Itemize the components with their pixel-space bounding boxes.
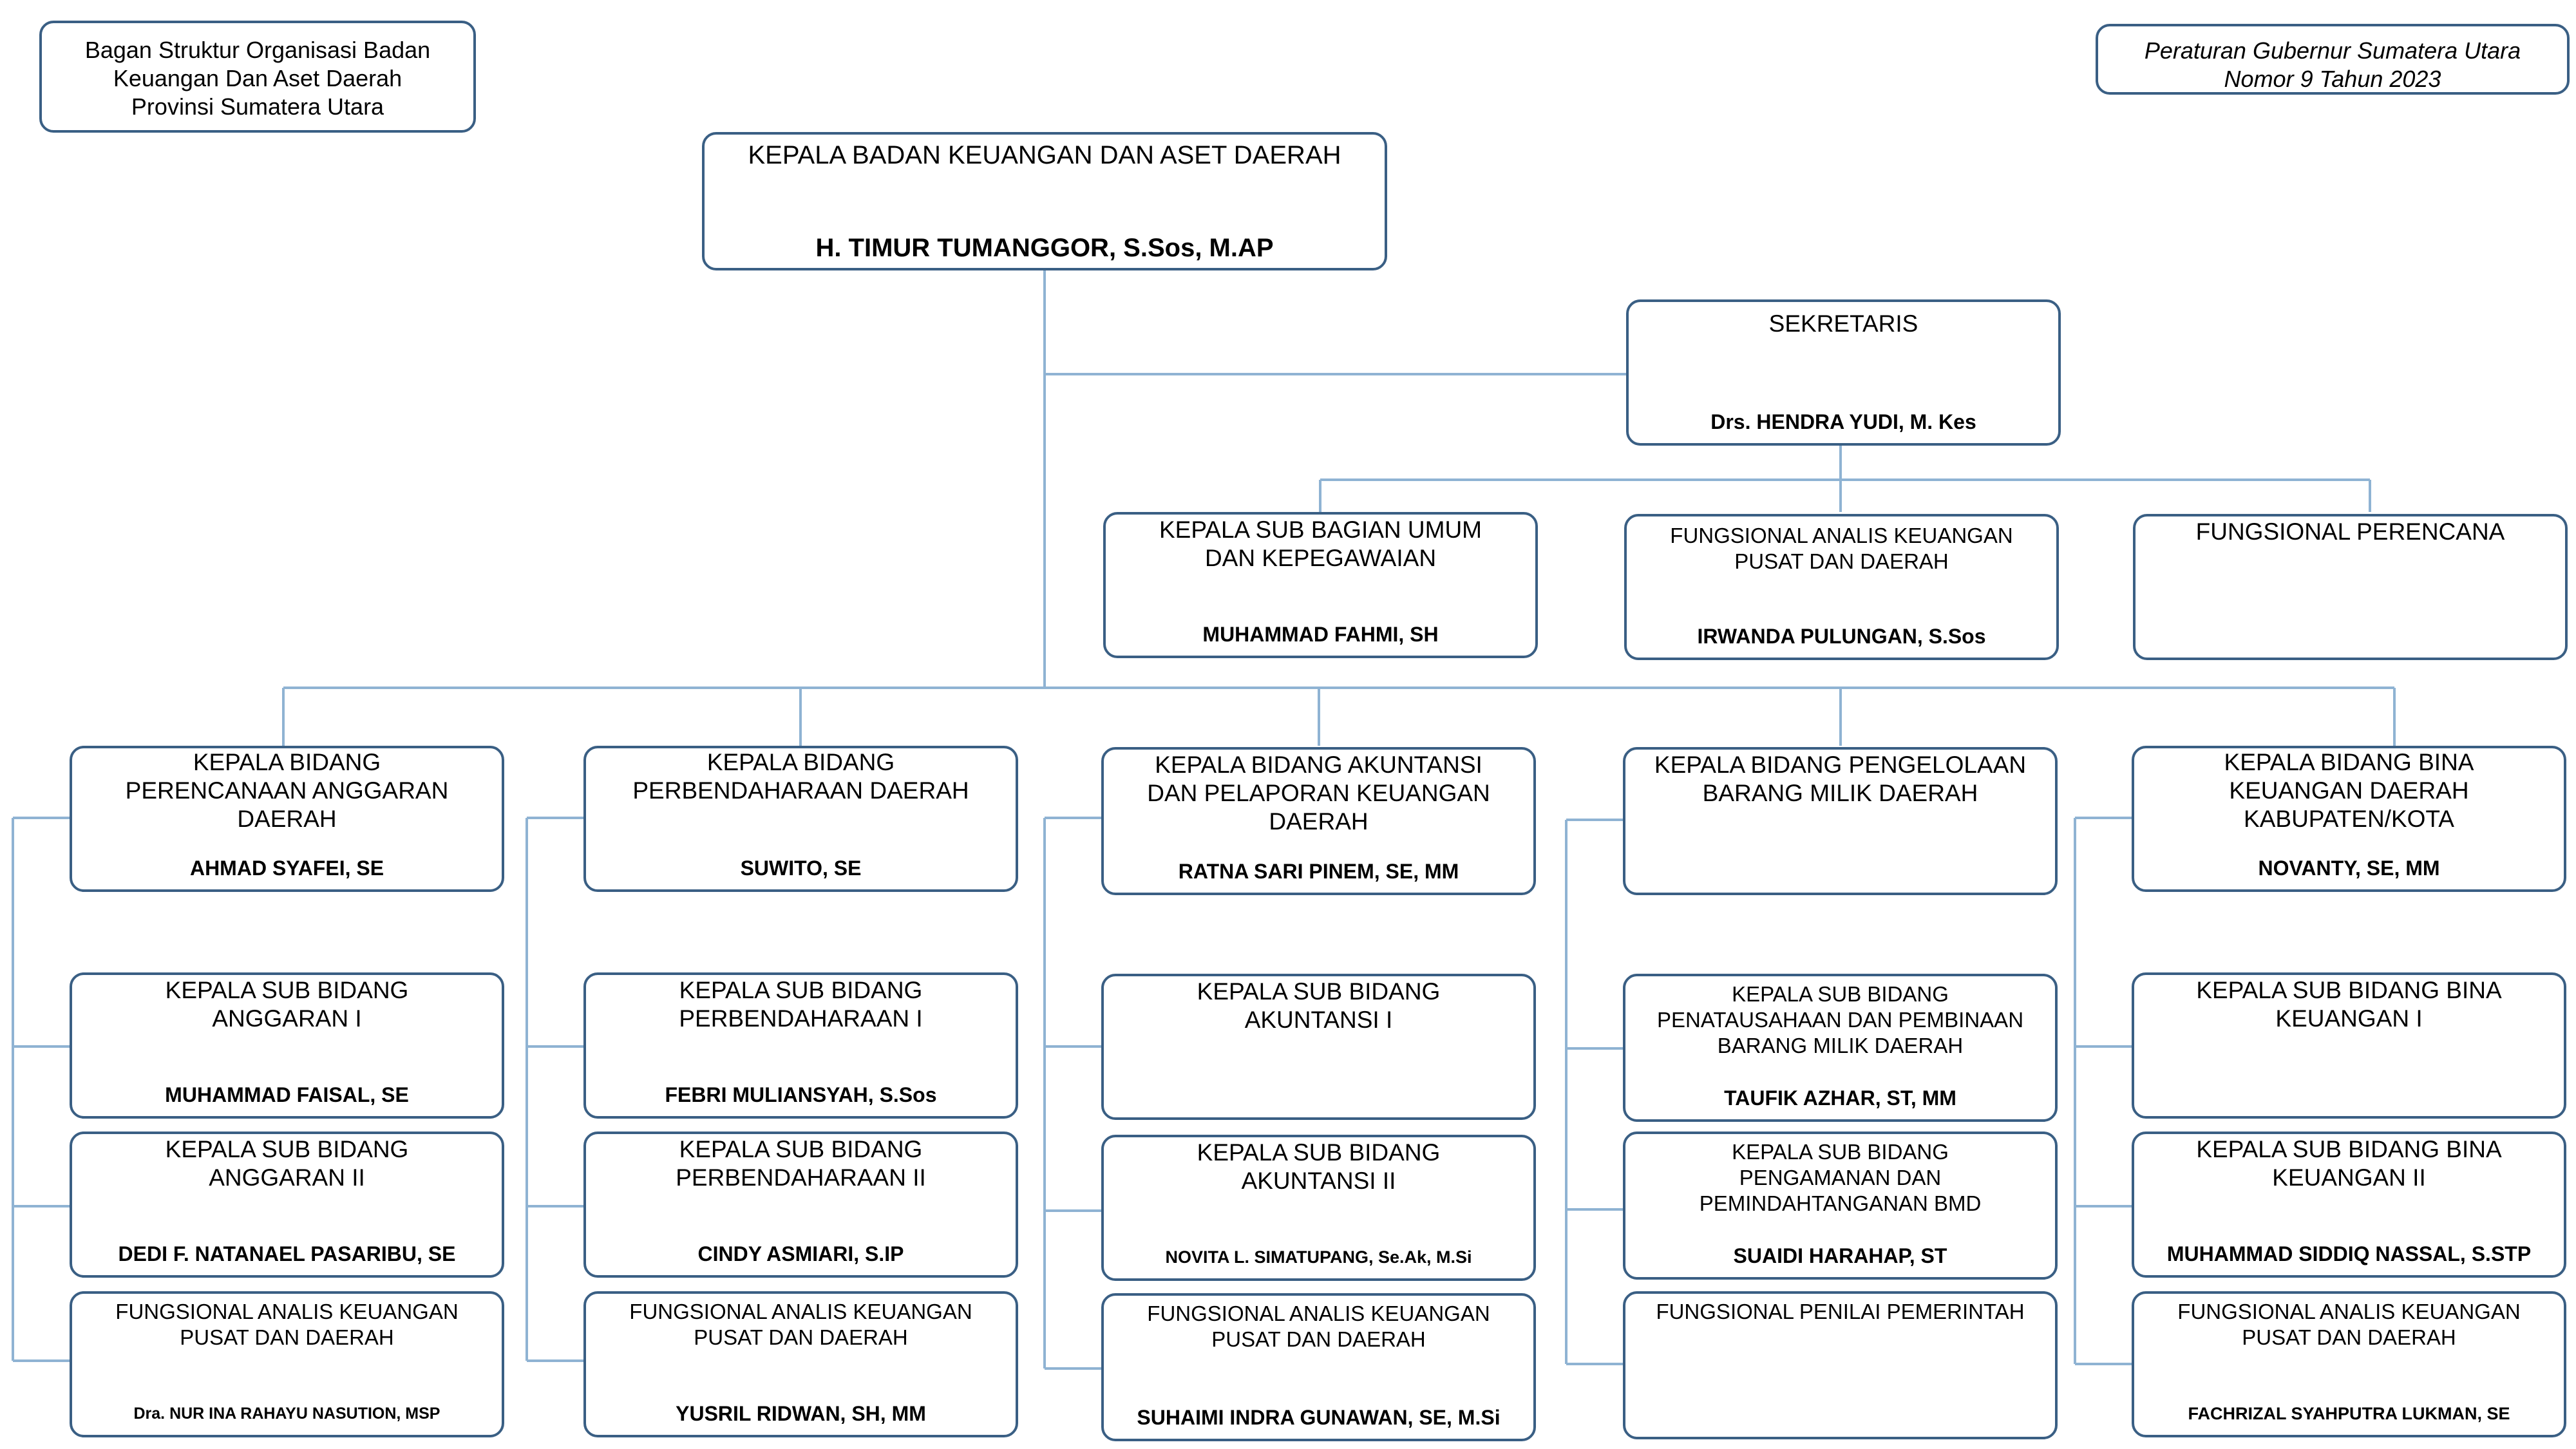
division-title: KEPALA BIDANG PENGELOLAAN BARANG MILIK D… [1654,752,2027,806]
sub-unit-name: YUSRIL RIDWAN, SH, MM [676,1402,926,1425]
division-head-box: KEPALA BIDANG BINA KEUANGAN DAERAH KABUP… [2132,746,2566,892]
sub-unit-name: MUHAMMAD SIDDIQ NASSAL, S.STP [2166,1242,2532,1265]
sub-unit-title: KEPALA SUB BIDANG ANGGARAN II [165,1136,409,1191]
sub-unit-title: KEPALA SUB BIDANG AKUNTANSI II [1197,1139,1441,1194]
division-head-box: KEPALA BIDANG PERENCANAAN ANGGARAN DAERA… [70,746,504,892]
regulation-note: Peraturan Gubernur Sumatera Utara Nomor … [2096,24,2570,95]
sub-unit-name: NOVITA L. SIMATUPANG, Se.Ak, M.Si [1165,1247,1472,1267]
division-name: AHMAD SYAFEI, SE [189,857,384,880]
sub-unit-name: FACHRIZAL SYAHPUTRA LUKMAN, SE [2188,1404,2510,1423]
sub-unit-title: KEPALA SUB BIDANG BINA KEUANGAN II [2196,1136,2502,1191]
sub-unit-box: KEPALA SUB BIDANG PERBENDAHARAAN I FEBRI… [583,972,1018,1119]
sub-unit-box: KEPALA SUB BIDANG BINA KEUANGAN II MUHAM… [2132,1132,2566,1278]
head-of-agency-box: KEPALA BADAN KEUANGAN DAN ASET DAERAH H.… [702,132,1387,270]
sub-unit-title: FUNGSIONAL PENILAI PEMERINTAH [1656,1300,2025,1323]
division-head-box: KEPALA BIDANG PENGELOLAAN BARANG MILIK D… [1623,747,2058,895]
sub-unit-title: KEPALA SUB BIDANG ANGGARAN I [165,977,409,1032]
sub-unit-title: FUNGSIONAL ANALIS KEUANGAN PUSAT DAN DAE… [629,1300,972,1349]
sub-unit-box: KEPALA SUB BIDANG BINA KEUANGAN I [2132,972,2566,1119]
sub-unit-title: FUNGSIONAL ANALIS KEUANGAN PUSAT DAN DAE… [1147,1302,1490,1351]
sub-unit-box: KEPALA SUB BIDANG ANGGARAN I MUHAMMAD FA… [70,972,504,1119]
division-name: RATNA SARI PINEM, SE, MM [1178,860,1459,883]
sub-unit-name: CINDY ASMIARI, S.IP [697,1242,904,1265]
sub-unit-box: FUNGSIONAL ANALIS KEUANGAN PUSAT DAN DAE… [1101,1293,1536,1441]
unit-name: MUHAMMAD FAHMI, SH [1202,623,1439,646]
division-head-box: KEPALA BIDANG PERBENDAHARAAN DAERAH SUWI… [583,746,1018,892]
sub-unit-title: FUNGSIONAL ANALIS KEUANGAN PUSAT DAN DAE… [115,1300,459,1349]
sub-unit-name: FEBRI MULIANSYAH, S.Sos [665,1083,937,1106]
secretariat-unit-box: KEPALA SUB BAGIAN UMUM DAN KEPEGAWAIAN M… [1103,512,1538,658]
sub-unit-title: KEPALA SUB BIDANG BINA KEUANGAN I [2196,977,2502,1032]
unit-title: KEPALA SUB BAGIAN UMUM DAN KEPEGAWAIAN [1159,516,1482,571]
sub-unit-title: KEPALA SUB BIDANG PERBENDAHARAAN I [679,977,923,1032]
division-head-box: KEPALA BIDANG AKUNTANSI DAN PELAPORAN KE… [1101,747,1536,895]
secretary-title: SEKRETARIS [1768,310,1918,337]
sub-unit-title: KEPALA SUB BIDANG PENATAUSAHAAN DAN PEMB… [1656,982,2024,1057]
sub-unit-box: KEPALA SUB BIDANG PENATAUSAHAAN DAN PEMB… [1623,974,2058,1122]
sub-unit-name: TAUFIK AZHAR, ST, MM [1724,1086,1956,1110]
sub-unit-box: KEPALA SUB BIDANG PENGAMANAN DAN PEMINDA… [1623,1132,2058,1280]
secretariat-unit-box: FUNGSIONAL ANALIS KEUANGAN PUSAT DAN DAE… [1624,514,2059,660]
sub-unit-box: KEPALA SUB BIDANG PERBENDAHARAAN II CIND… [583,1132,1018,1278]
sub-unit-title: KEPALA SUB BIDANG AKUNTANSI I [1197,978,1441,1033]
sub-unit-box: FUNGSIONAL ANALIS KEUANGAN PUSAT DAN DAE… [583,1291,1018,1437]
unit-title: FUNGSIONAL ANALIS KEUANGAN PUSAT DAN DAE… [1670,524,2013,573]
sub-unit-box: FUNGSIONAL ANALIS KEUANGAN PUSAT DAN DAE… [2132,1291,2566,1437]
sub-unit-name: SUAIDI HARAHAP, ST [1733,1244,1947,1267]
head-name: H. TIMUR TUMANGGOR, S.Sos, M.AP [815,234,1274,262]
unit-title: FUNGSIONAL PERENCANA [2195,518,2505,545]
sub-unit-box: KEPALA SUB BIDANG ANGGARAN II DEDI F. NA… [70,1132,504,1278]
division-title: KEPALA BIDANG PERBENDAHARAAN DAERAH [632,749,969,804]
sub-unit-title: KEPALA SUB BIDANG PENGAMANAN DAN PEMINDA… [1699,1140,1982,1215]
secretary-name: Drs. HENDRA YUDI, M. Kes [1710,410,1976,433]
sub-unit-box: FUNGSIONAL PENILAI PEMERINTAH [1623,1291,2058,1439]
division-title: KEPALA BIDANG AKUNTANSI DAN PELAPORAN KE… [1147,752,1490,835]
sub-unit-name: SUHAIMI INDRA GUNAWAN, SE, M.Si [1137,1406,1501,1429]
secretariat-unit-box: FUNGSIONAL PERENCANA [2133,514,2568,660]
chart-info-note: Bagan Struktur Organisasi Badan Keuangan… [39,21,476,133]
sub-unit-box: FUNGSIONAL ANALIS KEUANGAN PUSAT DAN DAE… [70,1291,504,1437]
division-title: KEPALA BIDANG BINA KEUANGAN DAERAH KABUP… [2224,749,2474,832]
division-title: KEPALA BIDANG PERENCANAAN ANGGARAN DAERA… [125,749,449,832]
unit-name: IRWANDA PULUNGAN, S.Sos [1697,625,1986,648]
division-name: NOVANTY, SE, MM [2258,857,2440,880]
sub-unit-name: DEDI F. NATANAEL PASARIBU, SE [118,1242,456,1265]
sub-unit-box: KEPALA SUB BIDANG AKUNTANSI I [1101,974,1536,1120]
sub-unit-title: FUNGSIONAL ANALIS KEUANGAN PUSAT DAN DAE… [2177,1300,2521,1349]
sub-unit-title: KEPALA SUB BIDANG PERBENDAHARAAN II [676,1136,926,1191]
sub-unit-name: MUHAMMAD FAISAL, SE [165,1083,409,1106]
sub-unit-box: KEPALA SUB BIDANG AKUNTANSI II NOVITA L.… [1101,1135,1536,1281]
head-title: KEPALA BADAN KEUANGAN DAN ASET DAERAH [748,141,1341,169]
secretary-box: SEKRETARIS Drs. HENDRA YUDI, M. Kes [1626,299,2061,446]
sub-unit-name: Dra. NUR INA RAHAYU NASUTION, MSP [133,1405,440,1423]
division-name: SUWITO, SE [740,857,862,880]
